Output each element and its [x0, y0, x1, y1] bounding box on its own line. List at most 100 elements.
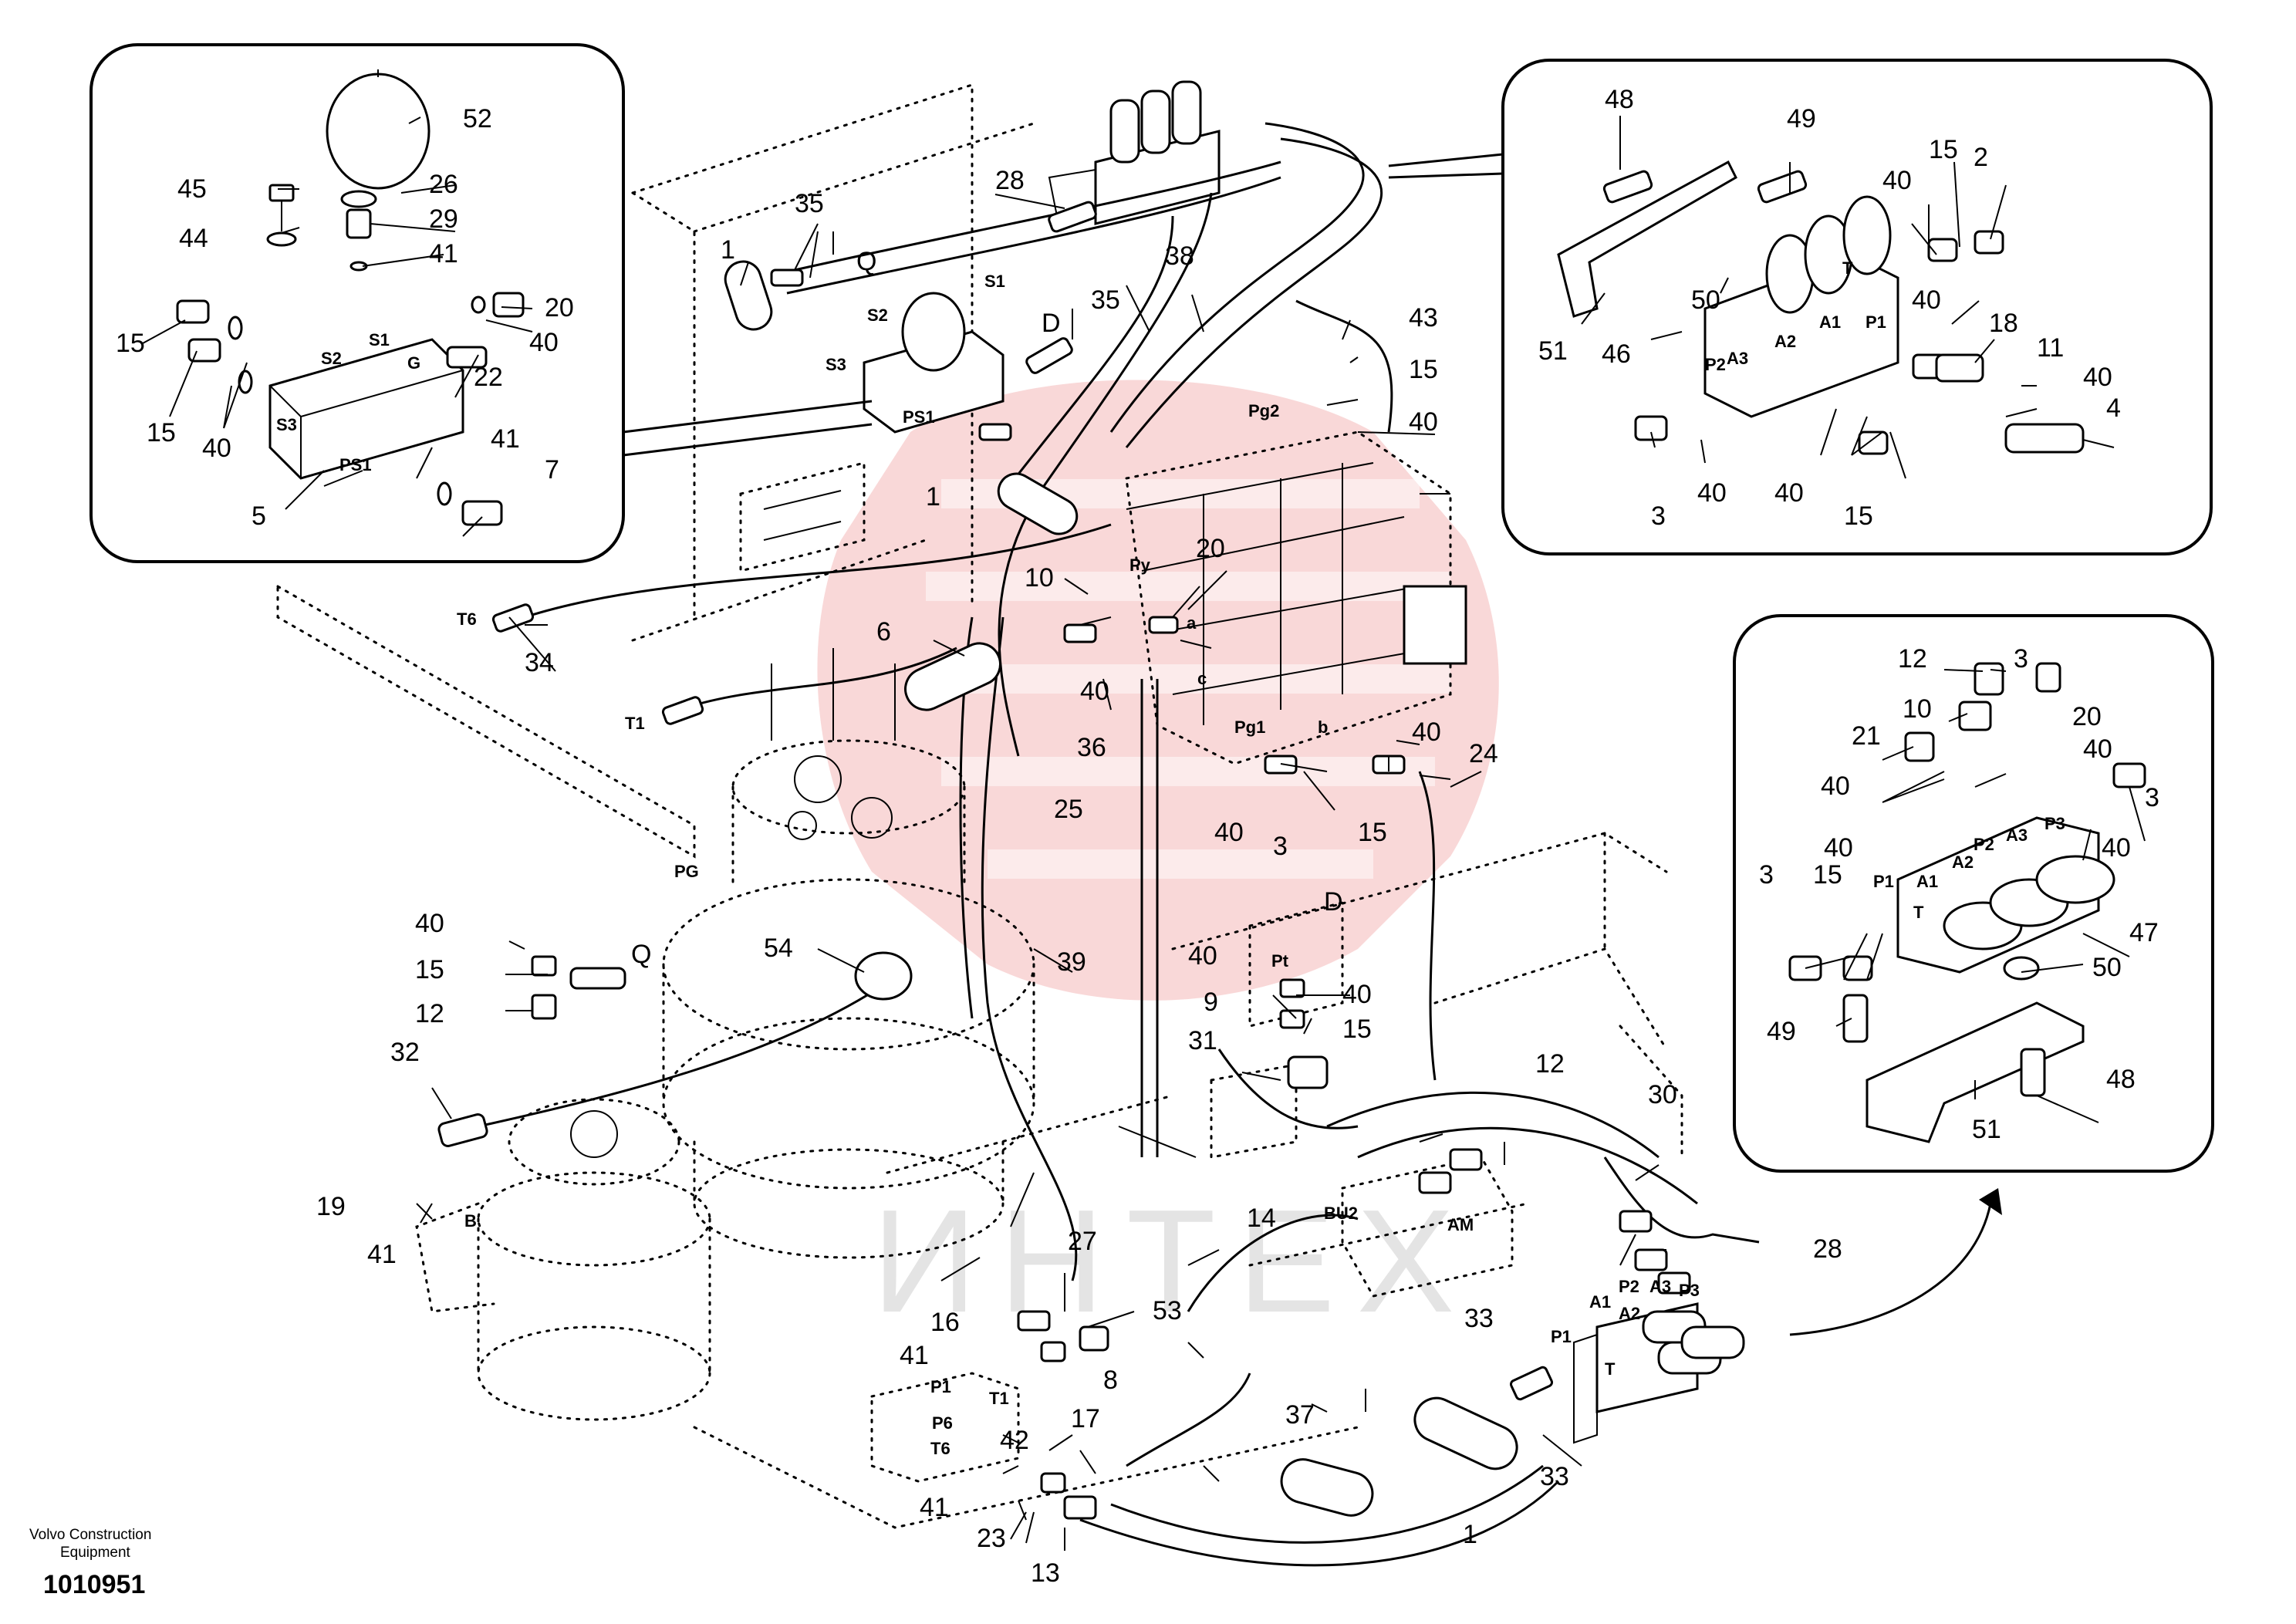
- callout-28b: 28: [1813, 1234, 1842, 1264]
- callout-40k: 40: [1824, 833, 1853, 863]
- callout-47: 47: [2129, 918, 2159, 947]
- callout-10a: 10: [1903, 694, 1932, 724]
- port-label-Pt: Pt: [1271, 951, 1289, 971]
- callout-48a: 48: [1605, 85, 1634, 114]
- callout-19: 19: [316, 1192, 346, 1221]
- callout-24: 24: [1469, 739, 1498, 768]
- diagram-number: 1010951: [43, 1570, 145, 1599]
- callout-26: 26: [429, 170, 458, 199]
- callout-40e: 40: [2083, 363, 2112, 392]
- watermark-text: ИНТЕХ: [872, 1180, 1476, 1343]
- hydraulic-hoses: [478, 122, 1760, 1567]
- callout-1c: 1: [1463, 1520, 1477, 1549]
- callout-1a: 1: [721, 235, 735, 265]
- callout-3a: 3: [1651, 501, 1666, 531]
- port-label-P2-main: P2: [1619, 1277, 1639, 1296]
- callout-41d: 41: [900, 1341, 929, 1370]
- callout-12a: 12: [1898, 644, 1927, 674]
- travel-motor-outline: [415, 1098, 711, 1421]
- callout-41b: 41: [491, 424, 520, 454]
- callout-52: 52: [463, 104, 492, 133]
- callout-49b: 49: [1767, 1017, 1796, 1046]
- port-label-PG: PG: [674, 862, 699, 881]
- callout-34: 34: [525, 648, 554, 677]
- callout-3d: 3: [1759, 860, 1774, 890]
- port-label-A1-main: A1: [1589, 1292, 1611, 1312]
- callout-36: 36: [1077, 733, 1106, 762]
- accumulator-block-main: [863, 292, 1004, 434]
- callout-11: 11: [2037, 333, 2064, 363]
- callout-40i: 40: [1821, 771, 1850, 801]
- callout-28a: 28: [995, 166, 1025, 195]
- port-label-A3-main: A3: [1649, 1277, 1671, 1296]
- callout-3b: 3: [2014, 644, 2028, 674]
- callout-15b: 15: [147, 418, 176, 447]
- callout-40q: 40: [1188, 941, 1217, 971]
- fittings: [437, 201, 1691, 1520]
- callout-22: 22: [474, 363, 503, 392]
- port-label-AM: AM: [1447, 1215, 1474, 1234]
- callout-17: 17: [1071, 1404, 1100, 1433]
- port-label-A2-bottom-inset: A2: [1952, 853, 1974, 872]
- port-label-T1-pilot: T1: [989, 1389, 1009, 1408]
- port-label-A3-top-inset: A3: [1727, 349, 1748, 368]
- callout-29: 29: [429, 204, 458, 234]
- port-label-S1-main: S1: [984, 272, 1005, 291]
- pilot-block: [870, 1372, 1020, 1483]
- callout-2: 2: [1974, 143, 1988, 172]
- callout-35a: 35: [795, 189, 824, 218]
- inset-accumulator-block: [89, 43, 873, 563]
- port-label-P2-top-inset: P2: [1705, 355, 1726, 374]
- callout-21: 21: [1852, 721, 1881, 751]
- callout-40f: 40: [1697, 478, 1727, 508]
- center-manifold-outline: [1210, 901, 1344, 1159]
- callout-23: 23: [977, 1524, 1006, 1553]
- port-label-D-center: D: [1324, 887, 1343, 917]
- port-label-S3-main: S3: [826, 355, 846, 374]
- port-label-S3: S3: [276, 415, 297, 434]
- port-label-A1-bottom-inset: A1: [1916, 872, 1938, 891]
- callout-33b: 33: [1540, 1462, 1569, 1491]
- callout-15a: 15: [116, 329, 145, 358]
- callout-40j: 40: [2102, 833, 2131, 863]
- boom-rail: [276, 584, 696, 859]
- port-label-Py: Py: [1129, 555, 1151, 575]
- port-label-T-top-inset: T: [1842, 258, 1853, 278]
- callout-7: 7: [545, 455, 559, 484]
- callout-30: 30: [1648, 1080, 1677, 1109]
- callout-3e: 3: [1273, 832, 1288, 861]
- callout-37: 37: [1285, 1400, 1315, 1430]
- callout-27: 27: [1068, 1227, 1097, 1256]
- callout-20a: 20: [545, 293, 574, 322]
- callout-13: 13: [1031, 1558, 1060, 1588]
- callout-numbers: 52 45 26 44 29 41 20 40 15 22 15 40 41 7…: [116, 85, 2159, 1588]
- callout-42: 42: [1000, 1426, 1029, 1455]
- callout-33a: 33: [1464, 1304, 1494, 1333]
- left-manifold-outline: [739, 461, 866, 572]
- callout-12c: 12: [1535, 1049, 1565, 1079]
- port-label-A3-bottom-inset: A3: [2006, 826, 2028, 845]
- port-label-PS1-main: PS1: [903, 407, 935, 427]
- port-labels: S1 S2 G S3 PS1 S1 S2 S3 PS1 Q Q D D P2 A…: [276, 247, 2065, 1458]
- callout-40g: 40: [1774, 478, 1804, 508]
- callout-54: 54: [764, 934, 793, 963]
- callout-38: 38: [1165, 241, 1194, 271]
- port-label-T1-left: T1: [625, 714, 645, 733]
- port-label-Q-top: Q: [856, 247, 876, 276]
- inset-solenoid-valve-top: [1388, 59, 2213, 555]
- callout-1b: 1: [926, 482, 940, 512]
- port-label-S2-main: S2: [867, 306, 888, 325]
- swing-motor-assembly: [662, 648, 1035, 1259]
- callout-41a: 41: [429, 239, 458, 268]
- port-label-A2-top-inset: A2: [1774, 332, 1796, 351]
- port-label-A2-main: A2: [1619, 1304, 1640, 1323]
- callout-40r: 40: [1342, 980, 1372, 1009]
- callout-15d: 15: [1844, 501, 1873, 531]
- callout-40p: 40: [415, 909, 444, 938]
- callout-40n: 40: [1412, 717, 1441, 747]
- callout-40d: 40: [1912, 285, 1941, 315]
- port-label-P2-bottom-inset: P2: [1974, 835, 1994, 854]
- port-label-T-main: T: [1605, 1359, 1616, 1379]
